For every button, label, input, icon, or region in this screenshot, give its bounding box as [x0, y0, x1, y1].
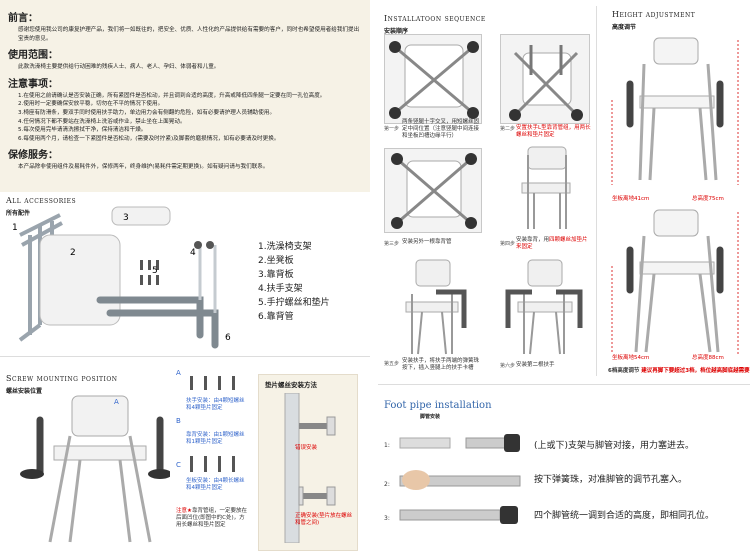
screw-mark-a: A: [114, 398, 119, 406]
callout-3: 3: [123, 213, 129, 223]
footpipe-divider: [378, 384, 750, 385]
step-6-caption: 安装第二根扶手: [516, 362, 555, 368]
screw-mark-a-label: A: [176, 369, 181, 377]
notice-item-2: 2.使用时一定要确保安放平稳，切勿在不平的情况下使用。: [18, 101, 164, 108]
notice-item-1: 1.在使用之前请确认是否安装正确，所有紧固件是否松动，并且调到合适的高度，升高或…: [18, 92, 326, 99]
screw-note: 注意★靠背管组，一定要放在后面凹位(即图中的C处)，方用长螺丝和垫片固定: [176, 508, 247, 528]
section-divider: [0, 356, 370, 357]
height-high-chair: [611, 209, 739, 354]
screw-mark-c-label: C: [176, 461, 181, 469]
footpipe-title: Foot pipe installation: [384, 400, 492, 411]
height-subtitle: 高度调节: [612, 24, 637, 31]
footpipe-subtitle: 脚管安装: [420, 414, 441, 420]
step-5-image: [392, 258, 472, 358]
step-4-image: [506, 145, 586, 233]
pad-title: 垫片螺丝安装方法: [265, 381, 317, 389]
preface-text: 感谢您使用我公司的康复护理产品，我们将一如既往的，把安全、优质、人性化的产品提供…: [18, 27, 360, 42]
footpipe-step-2-num: 2:: [384, 481, 390, 488]
screw-subtitle: 螺丝安装位置: [6, 388, 43, 395]
height-title: Height adjustment: [612, 10, 696, 19]
footpipe-step-2-image: [399, 470, 521, 490]
step-5-caption: 安装扶手，将扶手两端的弹簧珠按下，插入竖腿上的扶手卡槽: [402, 358, 480, 371]
accessories-subtitle: 所有配件: [6, 210, 31, 217]
accessory-item: 3.靠背板: [258, 270, 294, 280]
footpipe-step-1-image: [399, 434, 520, 452]
step-1-image: [384, 34, 482, 124]
screw-chair-illustration: A: [20, 395, 170, 543]
callout-1: 1: [12, 223, 18, 233]
screw-set-c-icon: [190, 456, 235, 472]
installation-subtitle: 安装顺序: [384, 28, 409, 35]
step-6-image: [502, 258, 586, 358]
step-1-caption: 两条竖腿十字交叉，用短螺丝固定中间位置（注意竖腿中间连接和坐板凹槽边缘平行）: [402, 119, 480, 139]
height-low-seat-label: 坐板离地41cm: [612, 196, 650, 202]
notice-item-4: 4.任何情况下都不要站在洗澡椅上洗浴或作业，禁止坐在上面晃动。: [18, 118, 186, 125]
screw-set-a-icon: [190, 376, 235, 390]
height-note: 6档高度调节 建议再脚下要超过3档，档位越高脚底越需要: [608, 368, 750, 374]
notice-item-3: 3.椅座有防滑条，要双手同时使用扶手助力，单边用力会有侧翻的危险，如有必要请护理…: [18, 109, 276, 116]
screws-part: [140, 241, 214, 285]
screw-text-a: 扶手安装：由4颗短螺丝和4颗垫片固定: [186, 398, 245, 411]
step-3-image: [384, 148, 482, 233]
step-1-number: 第一步: [384, 126, 400, 132]
step-3-caption: 安装另外一根靠背管: [402, 239, 452, 245]
screw-text-b: 靠背安装：由1颗短螺丝和1颗垫片固定: [186, 432, 245, 445]
pad-illustration: [284, 393, 336, 543]
accessory-item: 1.洗澡椅支架: [258, 242, 312, 252]
scope-title: 使用范围：: [8, 50, 58, 62]
chair-frame-part: [18, 213, 63, 342]
height-low-chair: [611, 37, 739, 185]
accessory-item: 6.靠背管: [258, 312, 294, 322]
pad-cap-correct: 正确安装(垫片放在螺丝和管之间): [295, 513, 353, 526]
footpipe-step-1-text: (上或下)支架与脚管对接，用力塞进去。: [534, 441, 695, 451]
accessories-title: All accessories: [6, 196, 77, 205]
accessory-item: 5.手拧螺丝和垫片: [258, 298, 330, 308]
height-high-seat-label: 坐板离地54cm: [612, 355, 650, 361]
callout-4: 4: [190, 248, 196, 258]
footpipe-step-3-text: 四个脚管统一调到合适的高度，即相同孔位。: [534, 511, 715, 521]
accessories-list: 1.洗澡椅支架 2.坐凳板 3.靠背板 4.扶手支架 5.手拧螺丝和垫片 6.靠…: [258, 240, 330, 324]
column-divider: [596, 6, 597, 376]
screw-details: A 扶手安装：由4颗短螺丝和4颗垫片固定 B 靠背安装：由1颗短螺丝和1颗垫片固…: [176, 370, 250, 551]
installation-title: Installatoon sequence: [384, 14, 486, 23]
footpipe-step-1-num: 1:: [384, 442, 390, 449]
callout-5: 5: [152, 266, 158, 276]
callout-2: 2: [70, 248, 76, 258]
screw-text-c: 坐板安装：由4颗长螺丝和4颗垫片固定: [186, 478, 245, 491]
step-6-number: 第六步: [500, 363, 516, 369]
step-2-caption: 安置扶手L型靠背管组，用两长螺丝和垫片固定: [516, 125, 591, 138]
notice-title: 注意事项：: [8, 78, 58, 90]
step-4-number: 第四步: [500, 241, 516, 247]
accessory-item: 2.坐凳板: [258, 256, 294, 266]
intro-panel: 前言： 感谢您使用我公司的康复护理产品，我们将一如既往的，把安全、优质、人性化的…: [0, 0, 370, 192]
height-high-total-label: 总高度88cm: [692, 355, 724, 361]
step-2-number: 第二步: [500, 126, 516, 132]
scope-text: 此款洗澡椅主要提供给行动困难的残疾人士、病人、老人、孕妇、体弱者和儿童。: [18, 64, 220, 71]
height-low-total-label: 总高度75cm: [692, 196, 724, 202]
screw-title: Screw mounting position: [6, 374, 118, 383]
pad-cap-wrong: 错误安装: [295, 445, 318, 451]
step-3-number: 第三步: [384, 241, 400, 247]
service-text: 本产品除非使用组件及易耗件外，保修两年，终身维护(易耗件需定期更换)。如有疑问请…: [18, 164, 269, 171]
notice-item-6: 6.每使用两个月，请检查一下紧固件是否松动，(需要及时拧紧)及脚套的磨损情况，如…: [18, 135, 280, 142]
preface-title: 前言：: [8, 13, 38, 24]
step-2-image: [500, 34, 590, 124]
footpipe-step-3-image: [399, 506, 518, 524]
accessories-illustration: 1 2 3 4 5 6: [12, 206, 231, 349]
back-pipe-part: [198, 245, 217, 313]
step-5-number: 第五步: [384, 361, 400, 367]
callout-6: 6: [225, 333, 231, 343]
back-board-part: [111, 206, 171, 226]
service-title: 保修服务：: [8, 150, 58, 162]
accessory-item: 4.扶手支架: [258, 284, 303, 294]
step-4-caption: 安装靠背，用四颗螺丝加垫片来固定: [516, 237, 588, 250]
footpipe-step-2-text: 按下弹簧珠，对准脚管的调节孔塞入。: [534, 475, 688, 485]
footpipe-step-3-num: 3:: [384, 515, 390, 522]
pad-method-panel: 垫片螺丝安装方法 错误安装 正确安装(垫片放在螺丝和管之间): [258, 374, 358, 551]
notice-item-5: 5.每次使用完毕请清洗擦拭干净，保持清洁和干燥。: [18, 127, 147, 134]
screw-mark-b-label: B: [176, 417, 181, 425]
